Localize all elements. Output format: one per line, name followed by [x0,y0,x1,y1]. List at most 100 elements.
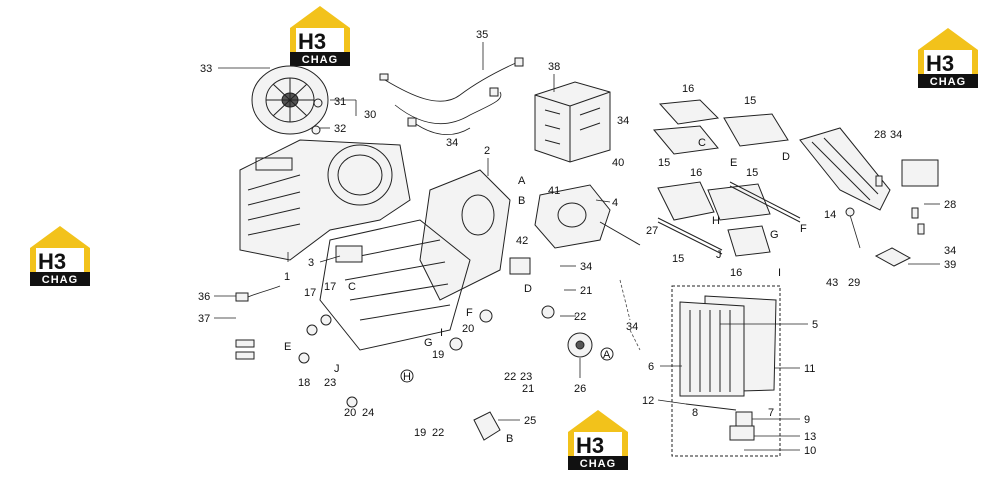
callout: 16 [690,167,702,179]
clips-and-pad [874,175,925,267]
callout: 29 [848,277,860,289]
connection-letter: I [440,327,443,339]
callout: 25 [524,415,536,427]
evaporator [671,285,781,457]
callout: 7 [768,407,774,419]
filter-panels [653,99,801,257]
connection-letter: E [730,157,737,169]
connection-letter: G [424,337,433,349]
connection-letters: A B A B C C D D E E F F G G H H I I J J [284,137,807,445]
callout: 15 [746,167,758,179]
callout: 36 [198,291,210,303]
callout: 34 [617,115,629,127]
callout: 15 [744,95,756,107]
callout: 16 [682,83,694,95]
callout: 2 [484,145,490,157]
callout: 40 [612,157,624,169]
callout: 22 [504,371,516,383]
callout: 23 [324,377,336,389]
callout: 4 [612,197,618,209]
callout: 37 [198,313,210,325]
callout: 43 [826,277,838,289]
callout: 18 [298,377,310,389]
brand-logo-bottom: H3 CHAG [568,410,628,470]
hvac-housing [239,139,411,261]
connection-letter: J [334,363,340,375]
connection-letter: F [466,307,473,319]
brand-logo-top: H3 CHAG [290,6,350,66]
logo-text: CHAG [42,274,78,286]
heater-core [799,127,939,249]
callout: 27 [646,225,658,237]
callout: 30 [364,109,376,121]
actuator [534,184,641,249]
callout: 22 [574,311,586,323]
callout: 28 [944,199,956,211]
brand-logo-top-right: H3 CHAG [918,28,978,88]
callout: 39 [944,259,956,271]
connection-letter: G [770,229,779,241]
callout: 9 [804,414,810,426]
callout: 23 [520,371,532,383]
callout-numbers: 33 31 30 32 35 38 34 34 40 41 2 1 4 42 3… [198,29,956,457]
callout: 17 [304,287,316,299]
callout: 10 [804,445,816,457]
connection-letter: B [506,433,513,445]
leader-lines [214,42,940,451]
callout: 31 [334,96,346,108]
callout: 13 [804,431,816,443]
small-parts-left [235,285,593,441]
connection-letter: C [348,281,356,293]
logo-text: CHAG [580,458,616,470]
callout: 21 [580,285,592,297]
callout: 34 [890,129,902,141]
connection-letter: H [712,215,720,227]
callout: 34 [626,321,638,333]
connection-letter: H [403,371,411,383]
callout: 26 [574,383,586,395]
callout: 35 [476,29,488,41]
callout: 16 [730,267,742,279]
callout: 32 [334,123,346,135]
callout: 38 [548,61,560,73]
connection-letter: D [782,151,790,163]
callout: 5 [812,319,818,331]
connection-letter: E [284,341,291,353]
callout: 19 [432,349,444,361]
callout: 34 [580,261,592,273]
center-frame-assembly [319,169,531,351]
callout: 14 [824,209,836,221]
connection-letter: A [603,349,611,361]
connection-letter: F [800,223,807,235]
wiring-harness [379,57,524,135]
callout: 33 [200,63,212,75]
blower-fan [251,65,329,135]
logo-text: CHAG [930,76,966,88]
connection-letter: B [518,195,525,207]
callout: 12 [642,395,654,407]
callout: 15 [658,157,670,169]
control-box [534,81,611,163]
callout: 24 [362,407,374,419]
callout: 21 [522,383,534,395]
callout: 20 [344,407,356,419]
callout: 19 [414,427,426,439]
callout: 42 [516,235,528,247]
callout: 22 [432,427,444,439]
connection-letter: C [698,137,706,149]
callout: 11 [804,363,815,375]
callout: 1 [284,271,290,283]
logo-mark: H3 [38,249,66,274]
callout: 41 [548,185,560,197]
logo-mark: H3 [576,433,604,458]
callout: 34 [446,137,458,149]
brand-logo-left: H3 CHAG [30,226,90,286]
callout: 15 [672,253,684,265]
logo-text: CHAG [302,54,338,66]
logo-mark: H3 [926,51,954,76]
logo-mark: H3 [298,29,326,54]
callout: 34 [944,245,956,257]
callout: 3 [308,257,314,269]
callout: 20 [462,323,474,335]
